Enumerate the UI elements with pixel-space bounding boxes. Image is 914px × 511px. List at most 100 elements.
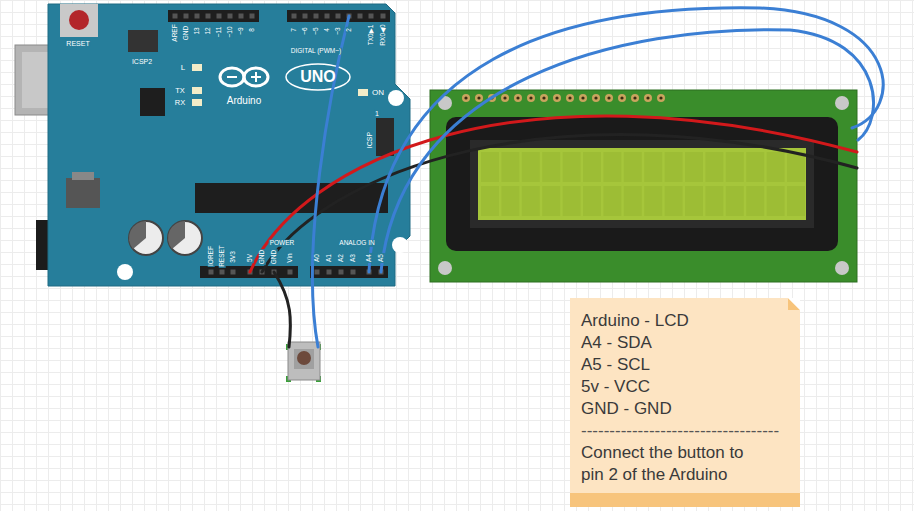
capacitor [129,221,163,255]
lcd-bezel [446,117,838,251]
lcd-pcb [430,90,857,282]
header-pin [314,14,319,19]
wire-blue [369,8,883,272]
pin-label: A4 [366,253,373,263]
lcd-pin [553,94,561,102]
lcd-pin-hole [633,96,636,99]
regulator-tab [72,172,94,180]
lcd-pin [475,94,483,102]
lcd-module [430,90,857,282]
pin-label: 7 [291,27,298,33]
lcd-cell [624,186,642,216]
header-strip [287,10,390,22]
header-pin [292,14,297,19]
lcd-cell [603,152,621,182]
header-pin [250,14,255,19]
header-pin [228,14,233,19]
lcd-pin [462,94,470,102]
header-pin [336,14,341,19]
lcd-cell [726,152,744,182]
chip [140,88,165,116]
pin-label: 2 [346,27,353,33]
header-pin [351,270,356,275]
pin-label: 3V3 [230,250,237,264]
lcd-cell [501,152,519,182]
board-label: ON [371,89,385,97]
push-button [286,342,321,382]
lcd-cell [767,152,785,182]
button-cap-base [294,349,314,369]
header-pin [358,14,363,19]
header-pin [369,14,374,19]
header-pin [239,14,244,19]
lcd-cell [522,152,540,182]
lcd-cell [726,186,744,216]
lcd-pin [540,94,548,102]
reset-button [69,10,89,30]
pin-label: ICSP [366,131,373,149]
header-pin [315,270,320,275]
lcd-cell [542,152,560,182]
header-pin [173,14,178,19]
lcd-cell [522,186,540,216]
note-text: A5 - SCL [581,354,766,376]
header-pin [381,14,386,19]
lcd-pin-hole [568,96,571,99]
reset-switch [60,4,98,37]
wires [250,8,883,347]
lcd-pin [605,94,613,102]
lcd-cell [787,152,805,182]
pin-label: 4 [324,27,331,33]
note-text: 5v - VCC [581,376,766,398]
lcd-cell [685,152,703,182]
board-label: DIGITAL (PWM~) [290,48,342,55]
led [192,99,202,106]
lcd-pin [579,94,587,102]
pin-label: IOREF [208,245,215,267]
note-fold-cut [788,298,800,310]
board-label: ANALOG IN [338,240,375,247]
lcd-cell [665,152,683,182]
lcd-pin-hole [581,96,584,99]
lcd-cell [583,152,601,182]
pin-label: A2 [338,253,345,263]
board-label: ICSP2 [131,58,153,65]
led [192,87,202,94]
mounting-hole [388,90,404,106]
logo-minus [227,76,237,78]
lcd-pin [644,94,652,102]
lcd-cell [685,186,703,216]
lcd-cell [603,186,621,216]
arduino-uno [15,4,410,286]
led [192,64,202,71]
lcd-frame [470,140,814,228]
wire-black [262,134,857,272]
capacitor [168,221,202,255]
header-pin [288,270,293,275]
header-pin [217,14,222,19]
board-label: RESET [65,40,90,47]
header-pin [220,270,225,275]
mounting-hole [835,96,849,110]
pin-label: RESET [219,244,226,268]
board-label: Arduino [226,96,262,106]
mounting-hole [438,261,452,275]
header-pin [209,270,214,275]
note-text: A4 - SDA [581,332,766,354]
pin-label: 5V [247,253,254,263]
lcd-pin [501,94,509,102]
wire-blue [312,16,349,347]
lcd-pin-hole [659,96,662,99]
board-label: RX [174,99,186,107]
note-fold [788,298,800,310]
board-label: TX [174,87,186,95]
pin-label: GND [183,25,190,41]
note-text: GND - GND [581,398,766,420]
lcd-pin [566,94,574,102]
wire-red [250,116,857,272]
button-body [288,342,320,380]
mounting-hole [392,237,408,253]
pin-label: ~9 [238,26,245,35]
mounting-hole [835,261,849,275]
